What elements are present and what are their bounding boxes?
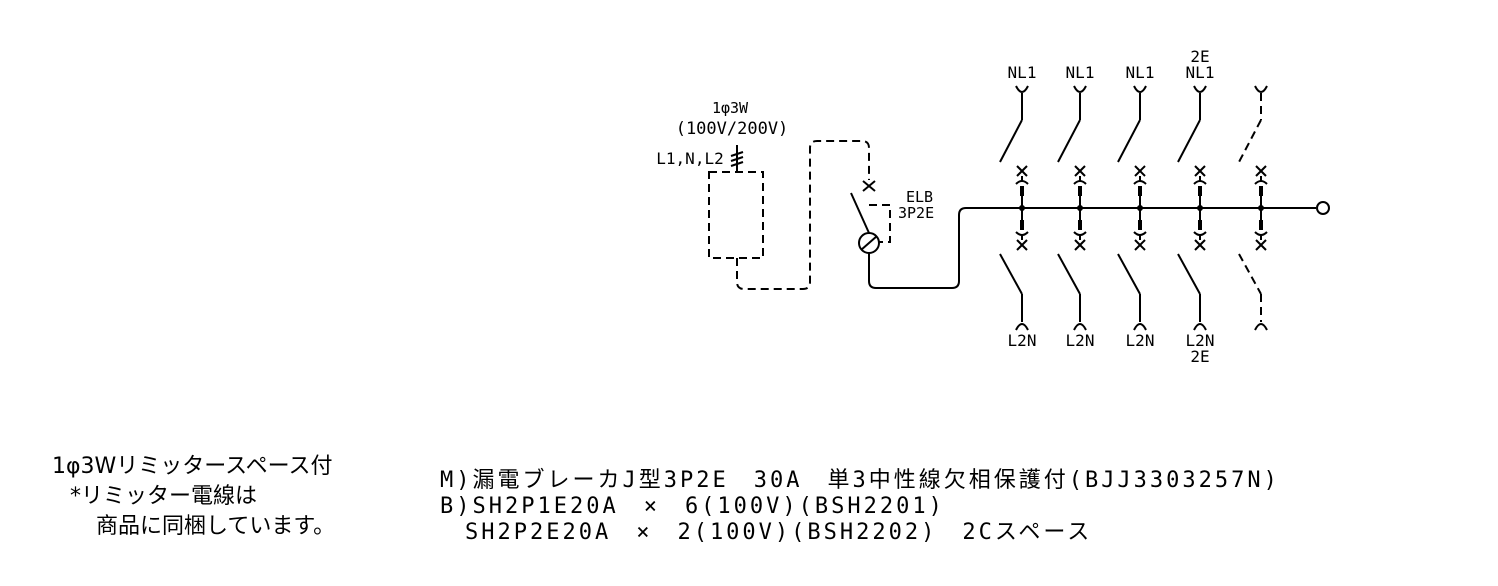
branch-top-label: NL1 [1008, 63, 1037, 82]
bottom-switch [1057, 253, 1081, 295]
spare-branch [1238, 85, 1268, 331]
busbar-end-terminal [1316, 201, 1330, 215]
limiter-space-box [708, 171, 764, 259]
supply-voltage-label: (100V/200V) [676, 119, 789, 139]
top-terminal [1254, 85, 1268, 93]
top-switch [1057, 119, 1081, 163]
supply-lines-label: L1,N,L2 [656, 149, 723, 168]
branch-top-label: NL1 [1186, 63, 1215, 82]
note-left-line2: *リミッター電線は [70, 484, 257, 509]
branch-bottom-label: L2N [1126, 331, 1155, 350]
bottom-terminal [1193, 323, 1207, 331]
top-contact-cup [1193, 180, 1207, 185]
bottom-switch [1177, 253, 1201, 295]
top-trip-mark [1194, 165, 1206, 177]
top-switch [1177, 119, 1201, 163]
top-switch [1117, 119, 1141, 163]
branch-top-label: NL1 [1066, 63, 1095, 82]
branch-top-label: NL1 [1126, 63, 1155, 82]
top-trip-mark [1255, 165, 1267, 177]
supply-phase-label: 1φ3W [712, 99, 749, 117]
top-contact-cup [1254, 180, 1268, 185]
top-contact-cup [1133, 180, 1147, 185]
top-terminal [1193, 85, 1207, 93]
branch-top-label-2: 2E [1190, 47, 1209, 66]
top-switch [999, 119, 1023, 163]
top-contact-cup [1073, 180, 1087, 185]
bottom-terminal [1073, 323, 1087, 331]
bus-junction [1137, 205, 1143, 211]
supply-conductor [730, 145, 744, 172]
bottom-trip-mark [1255, 239, 1267, 251]
main-breaker-poles: 3P2E [898, 204, 934, 222]
bus-junction [1258, 205, 1264, 211]
bottom-terminal [1015, 323, 1029, 331]
branch-bottom-label-2: 2E [1190, 347, 1209, 366]
top-terminal [1015, 85, 1029, 93]
top-terminal [1133, 85, 1147, 93]
spec-line3: SH2P2E20A × 2(100V)(BSH2202) 2Cスペース [440, 520, 1092, 545]
branch-bottom-label: L2N [1066, 331, 1095, 350]
spec-line1: M)漏電ブレーカJ型3P2E 30A 単3中性線欠相保護付(BJJ3303257… [440, 468, 1280, 493]
bottom-switch [1238, 253, 1262, 295]
bottom-trip-mark [1134, 239, 1146, 251]
note-left-line3: 商品に同梱しています。 [96, 514, 335, 539]
limiter-wire [736, 140, 870, 290]
top-trip-mark [1016, 165, 1028, 177]
bottom-trip-mark [1194, 239, 1206, 251]
bottom-terminal [1133, 323, 1147, 331]
top-trip-mark [1134, 165, 1146, 177]
top-trip-mark [1074, 165, 1086, 177]
bus-junction [1197, 205, 1203, 211]
bottom-terminal [1254, 323, 1268, 331]
bottom-switch [999, 253, 1023, 295]
top-contact-cup [1015, 180, 1029, 185]
branch-bottom-label: L2N [1008, 331, 1037, 350]
main-breaker-elb [850, 180, 1022, 289]
note-left-line1: 1φ3Wリミッタースペース付 [52, 454, 333, 479]
bus-junction [1019, 205, 1025, 211]
main-breaker-name: ELB [906, 188, 933, 206]
bottom-switch [1117, 253, 1141, 295]
top-terminal [1073, 85, 1087, 93]
bottom-trip-mark [1074, 239, 1086, 251]
branch-bottom-label: L2N [1186, 331, 1215, 350]
bus-junction [1077, 205, 1083, 211]
spec-line2: B)SH2P1E20A × 6(100V)(BSH2201) [440, 494, 945, 519]
top-switch [1238, 119, 1262, 163]
bottom-trip-mark [1016, 239, 1028, 251]
